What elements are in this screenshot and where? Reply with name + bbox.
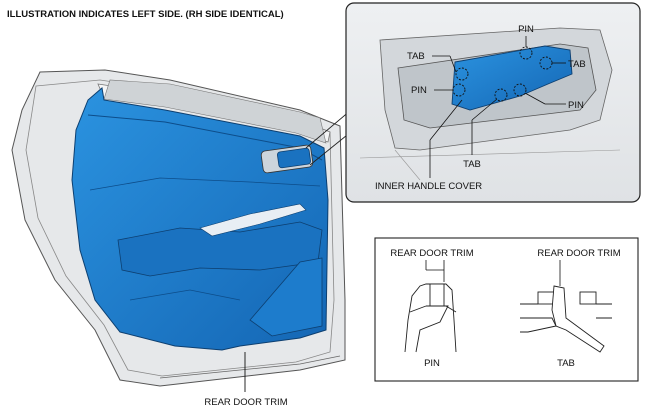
leader-tab-upper-left [449,55,457,73]
legend-pin-caption: PIN [424,358,440,369]
legend-box: REAR DOOR TRIM PIN REAR DOOR TRIM TAB [374,237,639,382]
detail-panel-line [359,149,621,159]
pin-right-marker [513,83,527,97]
legend-tab-caption: TAB [557,358,575,369]
detail-inner-handle-cover [451,45,573,111]
label-pin-top: PIN [518,24,534,35]
legend-tab-panel-right [596,303,612,319]
leader-tab-bottom [471,98,498,121]
legend-pin-stem [415,305,449,353]
door-bottom-seal [159,355,341,379]
tab-bottom-marker [494,88,508,102]
inner-handle-cover-main [277,147,311,169]
header-note: ILLUSTRATION INDICATES LEFT SIDE. (RH SI… [7,9,284,20]
trim-lower-pocket [249,257,323,337]
rear-door-illustration [11,69,346,387]
legend-frame [374,237,639,382]
legend-tab-hook [551,285,605,353]
main-label: REAR DOOR TRIM [204,397,287,408]
trim-body-line-2 [129,289,241,301]
detail-view: PIN TAB TAB PIN PIN TAB INNER HANDLE COV… [345,2,641,203]
legend-tab-part-label: REAR DOOR TRIM [537,248,620,259]
legend-pin-panel [409,305,457,313]
tab-upper-left-marker [455,67,469,81]
leader-pin-right [524,92,546,105]
legend-pin-part-label: REAR DOOR TRIM [390,248,473,259]
legend-tab-bend [520,317,557,333]
label-tab-bottom: TAB [463,159,481,170]
trim-body-line-1 [89,177,321,191]
window-glass [103,79,327,144]
label-inner-handle-cover: INNER HANDLE COVER [375,181,482,192]
detail-panel-line-2 [394,149,421,181]
label-pin-right: PIN [568,100,584,111]
label-pin-left: PIN [411,85,427,96]
leader-cover [429,99,463,141]
label-tab-right: TAB [568,59,586,70]
pin-top-marker [519,46,533,60]
legend-tab-left-block [537,291,555,305]
legend-pin-clip [429,283,445,307]
label-tab-upper-left: TAB [407,51,425,62]
trim-insert-gap [199,203,307,237]
legend-tab-right-block [579,291,597,305]
